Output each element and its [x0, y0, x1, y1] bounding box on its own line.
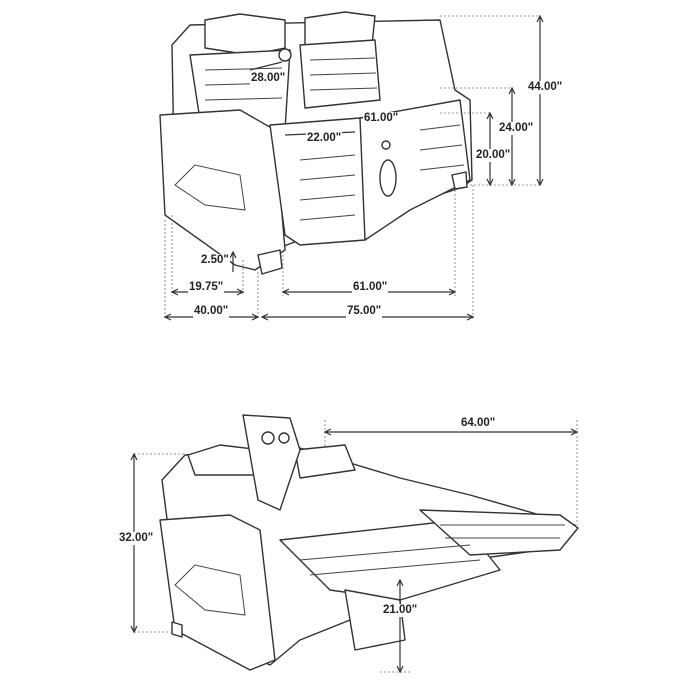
reclined-height-label: 32.00": [118, 532, 155, 545]
arm-height-label: 24.00": [498, 122, 535, 135]
seat-depth-label: 19.75": [188, 281, 225, 294]
overall-width-label: 75.00": [346, 305, 383, 318]
headrest-width-label: 28.00": [250, 72, 287, 85]
leg-height-label: 2.50": [200, 254, 230, 267]
overall-height-label: 44.00": [527, 81, 564, 94]
reclined-dimension-lines: [130, 420, 579, 674]
reclined-depth-label: 64.00": [460, 417, 497, 430]
front-dimension-lines: [163, 14, 544, 321]
console-width-label: 22.00": [306, 132, 343, 145]
overall-depth-label: 40.00": [193, 305, 230, 318]
footrest-height-label: 21.00": [382, 604, 419, 617]
seat-width-top-label: 61.00": [363, 112, 400, 125]
sofa-upright-drawing: [159, 11, 473, 275]
sofa-reclined-drawing: [159, 414, 579, 671]
seat-height-label: 20.00": [475, 149, 512, 162]
seat-width-bottom-label: 61.00": [352, 281, 389, 294]
